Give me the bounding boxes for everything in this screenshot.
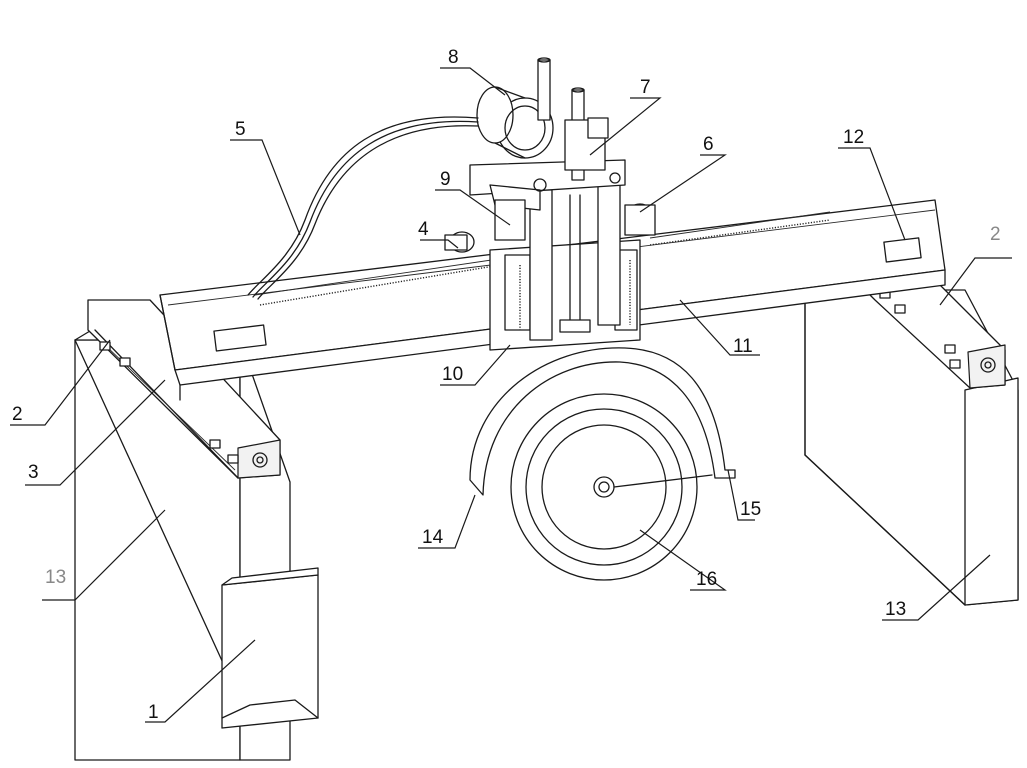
motor-8 (476, 57, 554, 159)
label-13-left: 13 (45, 567, 66, 588)
left-side-rail (87, 299, 281, 479)
label-1: 1 (148, 702, 159, 723)
label-5: 5 (235, 119, 246, 140)
label-14: 14 (422, 527, 444, 548)
leader-lines (10, 67, 1012, 723)
cable-5 (247, 116, 479, 300)
label-3: 3 (28, 462, 39, 483)
label-7: 7 (640, 77, 651, 98)
label-4: 4 (418, 219, 429, 240)
label-16: 16 (696, 569, 717, 590)
label-15: 15 (740, 499, 761, 520)
drive-motor-4 (444, 231, 475, 253)
label-6: 6 (703, 134, 714, 155)
right-side-rail (859, 279, 1006, 389)
label-11: 11 (733, 336, 753, 357)
label-12: 12 (843, 127, 864, 148)
saw-blade-16 (510, 393, 713, 581)
label-13-right: 13 (885, 599, 906, 620)
drive-motor-6 (624, 203, 656, 236)
label-2-left: 2 (12, 404, 23, 425)
lift-column-assembly (469, 159, 641, 351)
workpiece-1 (221, 567, 319, 729)
blade-guard-14 (469, 347, 736, 496)
vertical-rod-7 (564, 87, 609, 181)
label-10: 10 (442, 364, 463, 385)
label-8: 8 (448, 47, 459, 68)
label-2-right: 2 (990, 224, 1001, 245)
label-9: 9 (440, 169, 451, 190)
